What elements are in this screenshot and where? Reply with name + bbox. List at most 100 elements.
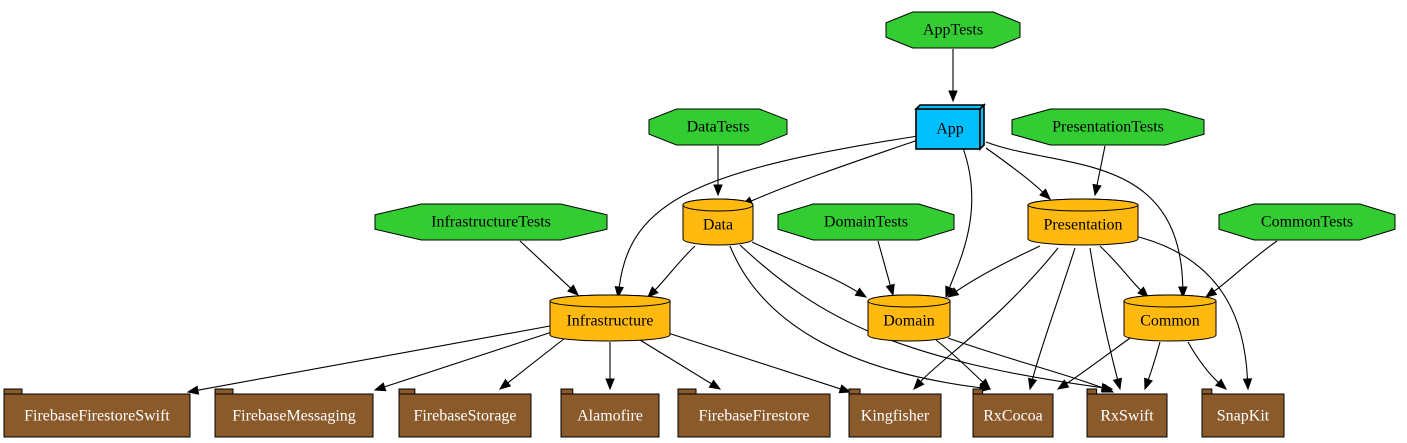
arrowhead [948, 90, 958, 103]
arrowhead [1039, 188, 1051, 200]
edge-data-to-domain [751, 241, 868, 298]
edge-app-to-presentation [985, 147, 1051, 200]
test-octagon-shape [648, 108, 788, 146]
node-presentationtests: PresentationTests [1011, 108, 1205, 146]
arrowhead [885, 283, 895, 297]
folder-body [560, 393, 660, 438]
edge-presentation-to-common [1099, 245, 1149, 298]
node-label-presentationtests: PresentationTests [1052, 119, 1164, 136]
node-label-commontests: CommonTests [1261, 214, 1353, 231]
edge-infrastructure-to-kingfisher [667, 332, 852, 394]
node-firebasefirestore: FirebaseFirestore [677, 388, 831, 438]
arrowhead [1242, 378, 1253, 391]
edge-line [751, 241, 858, 293]
arrowhead [946, 287, 960, 298]
arrowhead [1028, 377, 1038, 391]
arrowhead [1214, 378, 1228, 390]
edge-line [1096, 145, 1106, 186]
folder-body [398, 393, 532, 438]
arrowhead [1101, 383, 1115, 393]
node-domain: Domain [867, 294, 951, 342]
arrowhead [913, 378, 925, 391]
folder-body [214, 393, 374, 438]
box3d-top [914, 104, 986, 110]
arrowhead [1112, 377, 1122, 391]
node-label-datatests: DataTests [687, 119, 750, 136]
arrowhead [186, 385, 200, 395]
edge-common-to-rxcocoa [1056, 337, 1131, 390]
arrowhead [373, 382, 387, 392]
edge-infrastructure-to-firebasefirestore [639, 339, 722, 390]
edge-line [197, 325, 551, 391]
test-octagon-shape [777, 203, 955, 241]
edge-line [1213, 240, 1278, 292]
folder-body [972, 393, 1054, 438]
node-snapkit: SnapKit [1201, 388, 1285, 438]
node-label-domain: Domain [883, 313, 935, 330]
edge-presentation-to-rxcocoa [1028, 247, 1076, 391]
edge-presentation-to-kingfisher [913, 247, 1059, 391]
node-label-firebasefirestore: FirebaseFirestore [698, 408, 809, 425]
edge-line [1099, 245, 1142, 291]
node-label-firebasefirestoreswift: FirebaseFirestoreSwift [24, 408, 170, 425]
node-alamofire: Alamofire [560, 388, 660, 438]
edge-presentation-to-snapkit [1134, 235, 1253, 391]
node-rxcocoa: RxCocoa [972, 388, 1054, 438]
arrowhead [1144, 377, 1153, 391]
edge-domaintests-to-domain [877, 240, 895, 297]
folder-body [848, 393, 942, 438]
arrowhead [605, 378, 615, 391]
edge-domain-to-rxswift [947, 337, 1115, 393]
edge-infrastructure-to-firebasefirestoreswift [186, 325, 551, 395]
edge-line [985, 141, 1184, 288]
test-octagon-shape [1011, 108, 1205, 146]
arrowhead [945, 285, 955, 299]
cylinder-top [1027, 198, 1139, 212]
node-label-firebasestorage: FirebaseStorage [413, 408, 516, 425]
node-data: Data [682, 198, 754, 246]
node-infrastructuretests: InfrastructureTests [374, 203, 608, 241]
arrowhead [1204, 287, 1218, 298]
edge-line [750, 139, 919, 202]
edge-line [877, 240, 891, 286]
node-label-kingfisher: Kingfisher [861, 408, 930, 425]
node-datatests: DataTests [648, 108, 788, 146]
node-label-infrastructuretests: InfrastructureTests [431, 214, 551, 231]
node-rxswift: RxSwift [1086, 388, 1168, 438]
arrowhead [1056, 379, 1070, 390]
test-octagon-shape [374, 203, 608, 241]
edge-line [519, 240, 572, 289]
edge-infrastructuretests-to-infrastructure [519, 240, 579, 296]
node-label-presentation: Presentation [1043, 217, 1122, 234]
edge-app-to-common [985, 141, 1188, 299]
test-octagon-shape [1218, 203, 1396, 241]
arrowhead [1092, 183, 1102, 197]
edge-line [667, 332, 841, 390]
edge-line [507, 337, 566, 384]
node-label-apptests: AppTests [923, 22, 983, 39]
edge-datatests-to-data [713, 146, 723, 197]
edge-line [1089, 247, 1119, 380]
arrowhead [567, 284, 579, 296]
node-infrastructure: Infrastructure [549, 294, 671, 342]
node-domaintests: DomainTests [777, 203, 955, 241]
node-commontests: CommonTests [1218, 203, 1396, 241]
edge-data-to-infrastructure [647, 245, 696, 298]
edge-line [1031, 247, 1076, 380]
edge-line [1066, 337, 1131, 385]
edges-layer [186, 49, 1278, 395]
folder-body [1086, 393, 1168, 438]
folder-body [677, 393, 831, 438]
node-firebasefirestoreswift: FirebaseFirestoreSwift [3, 388, 191, 438]
node-label-rxswift: RxSwift [1100, 408, 1154, 425]
edge-presentation-to-domain [946, 245, 1041, 298]
node-label-alamofire: Alamofire [577, 408, 643, 425]
edge-line [955, 245, 1041, 292]
node-app: App [914, 103, 986, 151]
node-firebasestorage: FirebaseStorage [398, 388, 532, 438]
edge-line [639, 339, 712, 385]
arrowhead [1137, 286, 1149, 298]
node-label-app: App [936, 121, 964, 138]
cylinder-top [549, 294, 671, 308]
